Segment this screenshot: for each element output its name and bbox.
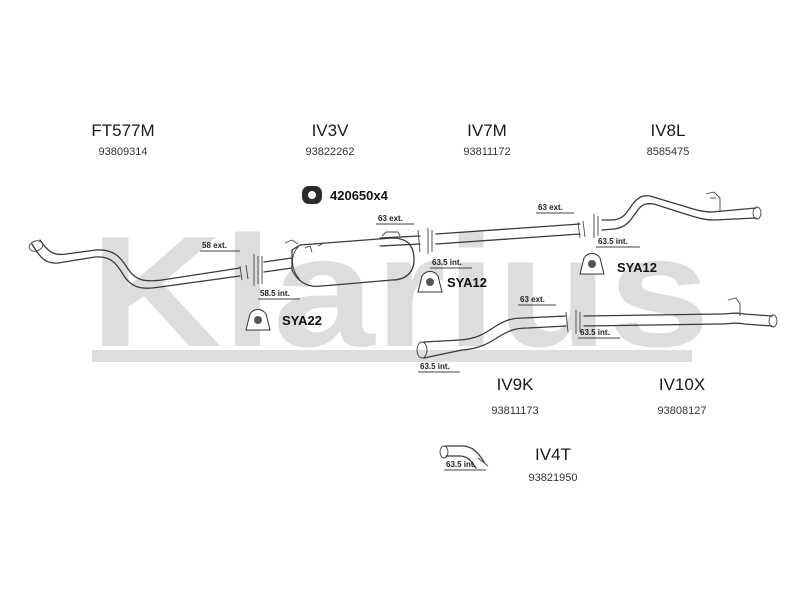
rubber-mount-icon	[245, 309, 271, 331]
part-code: FT577M	[91, 121, 154, 140]
part-label-iv4t[interactable]: IV4T 93821950	[529, 445, 578, 484]
part-label-ft577m[interactable]: FT577M 93809314	[91, 121, 154, 158]
part-label-iv9k[interactable]: IV9K 93811173	[491, 375, 538, 417]
fitting-mount2[interactable]: SYA12	[579, 253, 657, 276]
dim-label: 63.5 int.	[446, 460, 476, 469]
rubber-mount-icon	[417, 271, 443, 293]
part-number: 8585475	[647, 146, 690, 158]
pipe-ft577m[interactable]	[28, 239, 249, 289]
dim-label: 58 ext.	[202, 241, 227, 250]
part-code: IV8L	[651, 121, 686, 140]
dim-label: 63 ext.	[378, 214, 403, 223]
watermark-underline	[92, 350, 692, 362]
dim-label: 63.5 int.	[580, 328, 610, 337]
pipe-iv4t[interactable]	[439, 445, 489, 469]
pipe-iv10x[interactable]	[575, 297, 778, 334]
part-code: IV4T	[535, 445, 571, 464]
part-label-iv7m[interactable]: IV7M 93811172	[463, 121, 510, 158]
part-number: 93811173	[491, 405, 538, 417]
mount2-label: SYA12	[617, 260, 657, 275]
dim-label: 63 ext.	[520, 295, 545, 304]
part-code: IV10X	[659, 375, 705, 394]
fitting-mount1[interactable]: SYA12	[417, 271, 487, 293]
part-code: IV9K	[497, 375, 535, 394]
silencer-iv3v[interactable]	[263, 229, 421, 288]
fitting-clamp[interactable]: 420650x4	[302, 186, 389, 204]
dim-label: 63 ext.	[538, 203, 563, 212]
pipe-iv7m[interactable]	[427, 220, 586, 254]
dim-label: 63.5 int.	[598, 237, 628, 246]
part-number: 93809314	[99, 146, 148, 158]
pipe-iv8l[interactable]	[593, 191, 762, 238]
part-label-iv3v[interactable]: IV3V 93822262	[306, 121, 355, 158]
part-number: 93822262	[306, 146, 355, 158]
dimension-labels: 58 ext. 58.5 int. 63 ext. 63.5 int. 63 e…	[200, 203, 640, 471]
part-code: IV7M	[467, 121, 507, 140]
fitting-mount3[interactable]: SYA22	[245, 309, 322, 331]
part-code: IV3V	[312, 121, 350, 140]
part-number: 93821950	[529, 472, 578, 484]
dim-label: 63.5 int.	[432, 258, 462, 267]
rubber-mount-icon	[579, 253, 605, 275]
part-number: 93808127	[658, 405, 707, 417]
pipe-iv9k[interactable]	[416, 311, 569, 359]
mount1-label: SYA12	[447, 275, 487, 290]
watermark: Klarius	[90, 204, 710, 380]
part-number: 93811172	[463, 146, 510, 158]
clamp-label: 420650x4	[330, 188, 389, 203]
dim-label: 58.5 int.	[260, 289, 290, 298]
joint-ft577m-iv3v	[253, 254, 263, 286]
part-label-iv8l[interactable]: IV8L 8585475	[647, 121, 690, 158]
mount3-label: SYA22	[282, 313, 322, 328]
dim-label: 63.5 int.	[420, 362, 450, 371]
part-label-iv10x[interactable]: IV10X 93808127	[658, 375, 707, 417]
